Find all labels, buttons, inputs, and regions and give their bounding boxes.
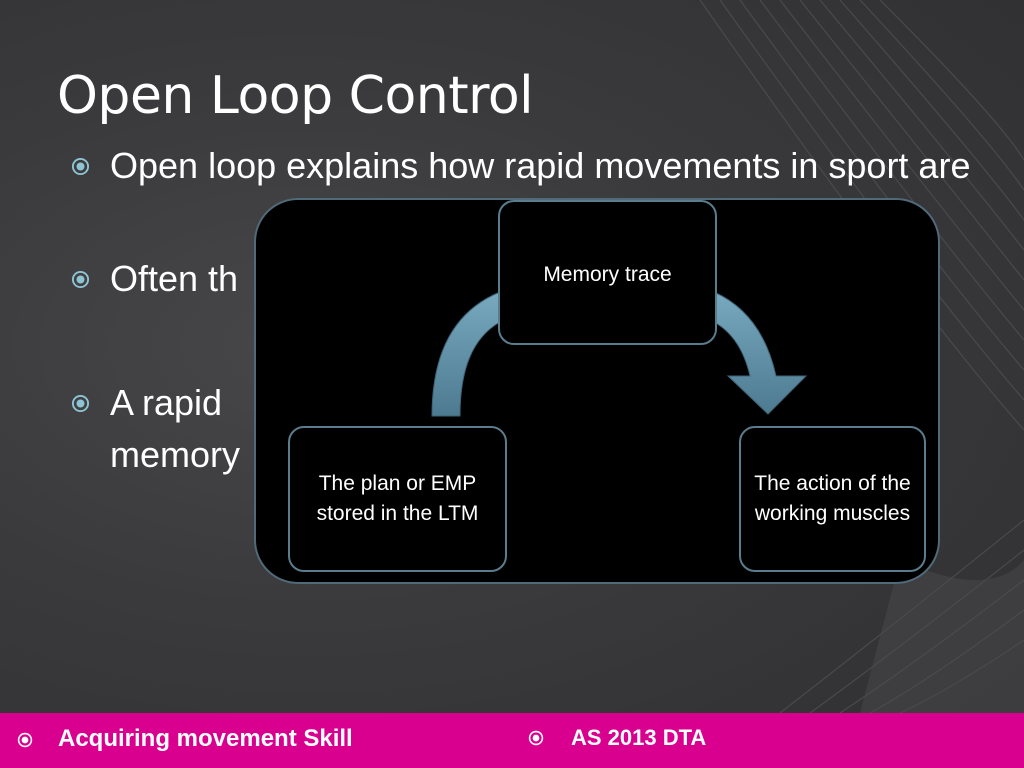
footer-right-text: AS 2013 DTA xyxy=(571,725,707,750)
left-arc-arrow xyxy=(431,291,501,417)
circle-bullet-icon xyxy=(71,270,90,289)
open-loop-diagram: Memory trace The plan or EMP stored in t… xyxy=(254,198,940,584)
plan-emp-label: The plan or EMP stored in the LTM xyxy=(316,472,479,525)
memory-trace-node: Memory trace xyxy=(498,200,717,345)
footer-bar: Acquiring movement Skill AS 2013 DTA xyxy=(0,713,1024,768)
slide-title: Open Loop Control xyxy=(57,66,534,126)
cycle-arrows xyxy=(431,291,808,417)
circle-bullet-icon xyxy=(71,157,90,176)
footer-left-text: Acquiring movement Skill xyxy=(58,725,353,752)
working-muscles-node: The action of the working muscles xyxy=(739,426,926,572)
memory-trace-label: Memory trace xyxy=(543,263,672,286)
bullet-2-text: Often th xyxy=(110,258,239,299)
circle-bullet-icon xyxy=(528,730,544,746)
bullet-1-text: Open loop explains how rapid movements i… xyxy=(110,145,971,186)
right-arc-arrow xyxy=(713,291,808,415)
working-muscles-label: The action of the working muscles xyxy=(754,472,911,525)
bullet-3-text: A rapid memory xyxy=(110,382,241,475)
circle-bullet-icon xyxy=(17,732,33,748)
bullet-list: Open loop explains how rapid movements i… xyxy=(71,145,971,475)
circle-bullet-icon xyxy=(71,394,90,413)
plan-emp-node: The plan or EMP stored in the LTM xyxy=(288,426,507,572)
